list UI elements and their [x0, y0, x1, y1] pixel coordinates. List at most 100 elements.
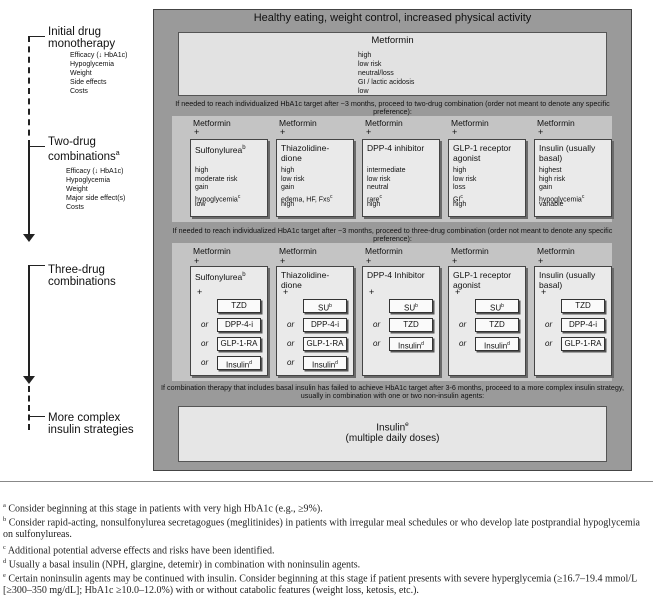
plus-sign: +: [366, 256, 372, 266]
attribute-value: intermediate: [367, 167, 406, 174]
attribute-value: high: [367, 201, 381, 209]
attribute-value: neutral: [367, 184, 389, 192]
stage-label-initial: Initial drug monotherapy: [48, 26, 116, 50]
footnote-marker: b: [501, 303, 504, 309]
timeline-dash: [28, 386, 30, 430]
plus-sign: +: [369, 287, 375, 297]
drug-name: GLP-1 receptor agonist: [453, 270, 512, 290]
footnote-marker: d: [249, 360, 252, 366]
drug-name: DPP-4 inhibitor: [367, 143, 425, 153]
attribute-value: low risk: [281, 175, 305, 183]
footnote: c Additional potential adverse effects a…: [3, 542, 651, 557]
column-head-metformin: Metformin: [537, 118, 575, 128]
timeline-dash: [28, 36, 30, 146]
timeline-tick: [29, 265, 45, 266]
or-label: or: [287, 339, 295, 348]
attribute-value: high risk: [539, 175, 566, 183]
plus-sign: +: [452, 256, 458, 266]
drug-option-chip: DPP-4-i: [217, 318, 261, 332]
drug-option-chip: DPP-4-i: [303, 318, 347, 332]
footnote: b Consider rapid-acting, nonsulfonylurea…: [3, 514, 651, 541]
attr-label: Hypoglycemia: [66, 177, 110, 184]
plus-sign: +: [280, 127, 286, 137]
insulin-final-title: Insulin: [376, 422, 406, 434]
plus-sign: +: [280, 256, 286, 266]
footnote-marker: a: [115, 150, 120, 157]
column-head-metformin: Metformin: [537, 246, 575, 256]
or-label: or: [373, 320, 381, 329]
attr-label: Costs: [70, 88, 88, 95]
attribute-value: low: [195, 201, 206, 209]
drug-option-chip: TZD: [475, 318, 519, 332]
attr-label: Hypoglycemia: [70, 61, 114, 68]
arrow-down-icon: [23, 234, 35, 242]
drug-name: Insulin (usually basal): [539, 270, 596, 290]
note-three-drug: If needed to reach individualized HbA1c …: [172, 226, 613, 244]
drug-option-chip: SUb: [389, 299, 433, 313]
footnote: a Consider beginning at this stage in pa…: [3, 500, 651, 515]
drug-name: DPP-4 Inhibitor: [367, 270, 425, 280]
attribute-value: high: [281, 167, 295, 174]
footnote-marker: b: [329, 303, 332, 309]
column-head-metformin: Metformin: [279, 118, 317, 128]
plus-sign: +: [283, 287, 289, 297]
attribute-value: gain: [195, 184, 209, 192]
metformin-value: GI / lactic acidosis: [358, 79, 415, 86]
footnote-marker: e: [405, 421, 409, 428]
footnote-marker: d: [421, 341, 424, 347]
drug-name: Thiazolidine-dione: [281, 270, 330, 290]
note-complex-insulin: If combination therapy that includes bas…: [161, 383, 624, 401]
footnote-marker: c: [581, 193, 585, 200]
drug-name: Sulfonylureab: [195, 271, 246, 282]
or-label: or: [459, 339, 467, 348]
column-head-metformin: Metformin: [451, 118, 489, 128]
note-two-drug: If needed to reach individualized HbA1c …: [175, 99, 610, 117]
drug-name: Insulin (usually basal): [539, 143, 596, 163]
plus-sign: +: [455, 287, 461, 297]
metformin-value: neutral/loss: [358, 70, 394, 77]
footnote-marker: b: [242, 145, 246, 151]
column-head-metformin: Metformin: [193, 118, 231, 128]
drug-option-chip: Insulind: [389, 337, 433, 351]
plus-sign: +: [538, 256, 544, 266]
footnote-marker: c: [3, 544, 6, 551]
attribute-value: hypoglycemiac: [195, 193, 241, 204]
drug-option-chip: Insulind: [303, 356, 347, 370]
footnote-marker: c: [460, 193, 463, 200]
attr-label: Efficacy (↓ HbA1c): [66, 168, 124, 175]
footnote-text: Consider rapid-acting, nonsulfonylurea s…: [3, 517, 640, 541]
drug-option-chip: GLP-1-RA: [217, 337, 261, 351]
or-label: or: [287, 358, 295, 367]
attribute-value: GIc: [453, 193, 463, 204]
attribute-value: variable: [539, 201, 564, 209]
drug-option-chip: DPP-4-i: [561, 318, 605, 332]
stage-label-complex-insulin: More complex insulin strategies: [48, 412, 134, 436]
footnote-marker: c: [237, 193, 241, 200]
drug-name: Sulfonylureab: [195, 144, 246, 155]
column-head-metformin: Metformin: [365, 118, 403, 128]
timeline-segment: [28, 265, 30, 377]
attribute-value: high: [453, 167, 467, 174]
footnote: d Usually a basal insulin (NPH, glargine…: [3, 556, 651, 571]
arrow-down-icon: [23, 376, 35, 384]
attr-label: Side effects: [70, 79, 107, 86]
stage-label-two-drug: Two-drug combinationsa: [48, 136, 133, 163]
attribute-value: low risk: [367, 175, 391, 183]
insulin-final-panel: Insuline (multiple daily doses): [178, 406, 607, 462]
attribute-value: gain: [539, 184, 553, 192]
timeline-tick: [29, 416, 45, 417]
drug-option-chip: GLP-1-RA: [303, 337, 347, 351]
or-label: or: [201, 358, 209, 367]
insulin-final-subtitle: (multiple daily doses): [345, 433, 440, 445]
frame-header: Healthy eating, weight control, increase…: [253, 12, 532, 24]
attribute-value: high: [281, 201, 295, 209]
metformin-title: Metformin: [371, 35, 414, 46]
